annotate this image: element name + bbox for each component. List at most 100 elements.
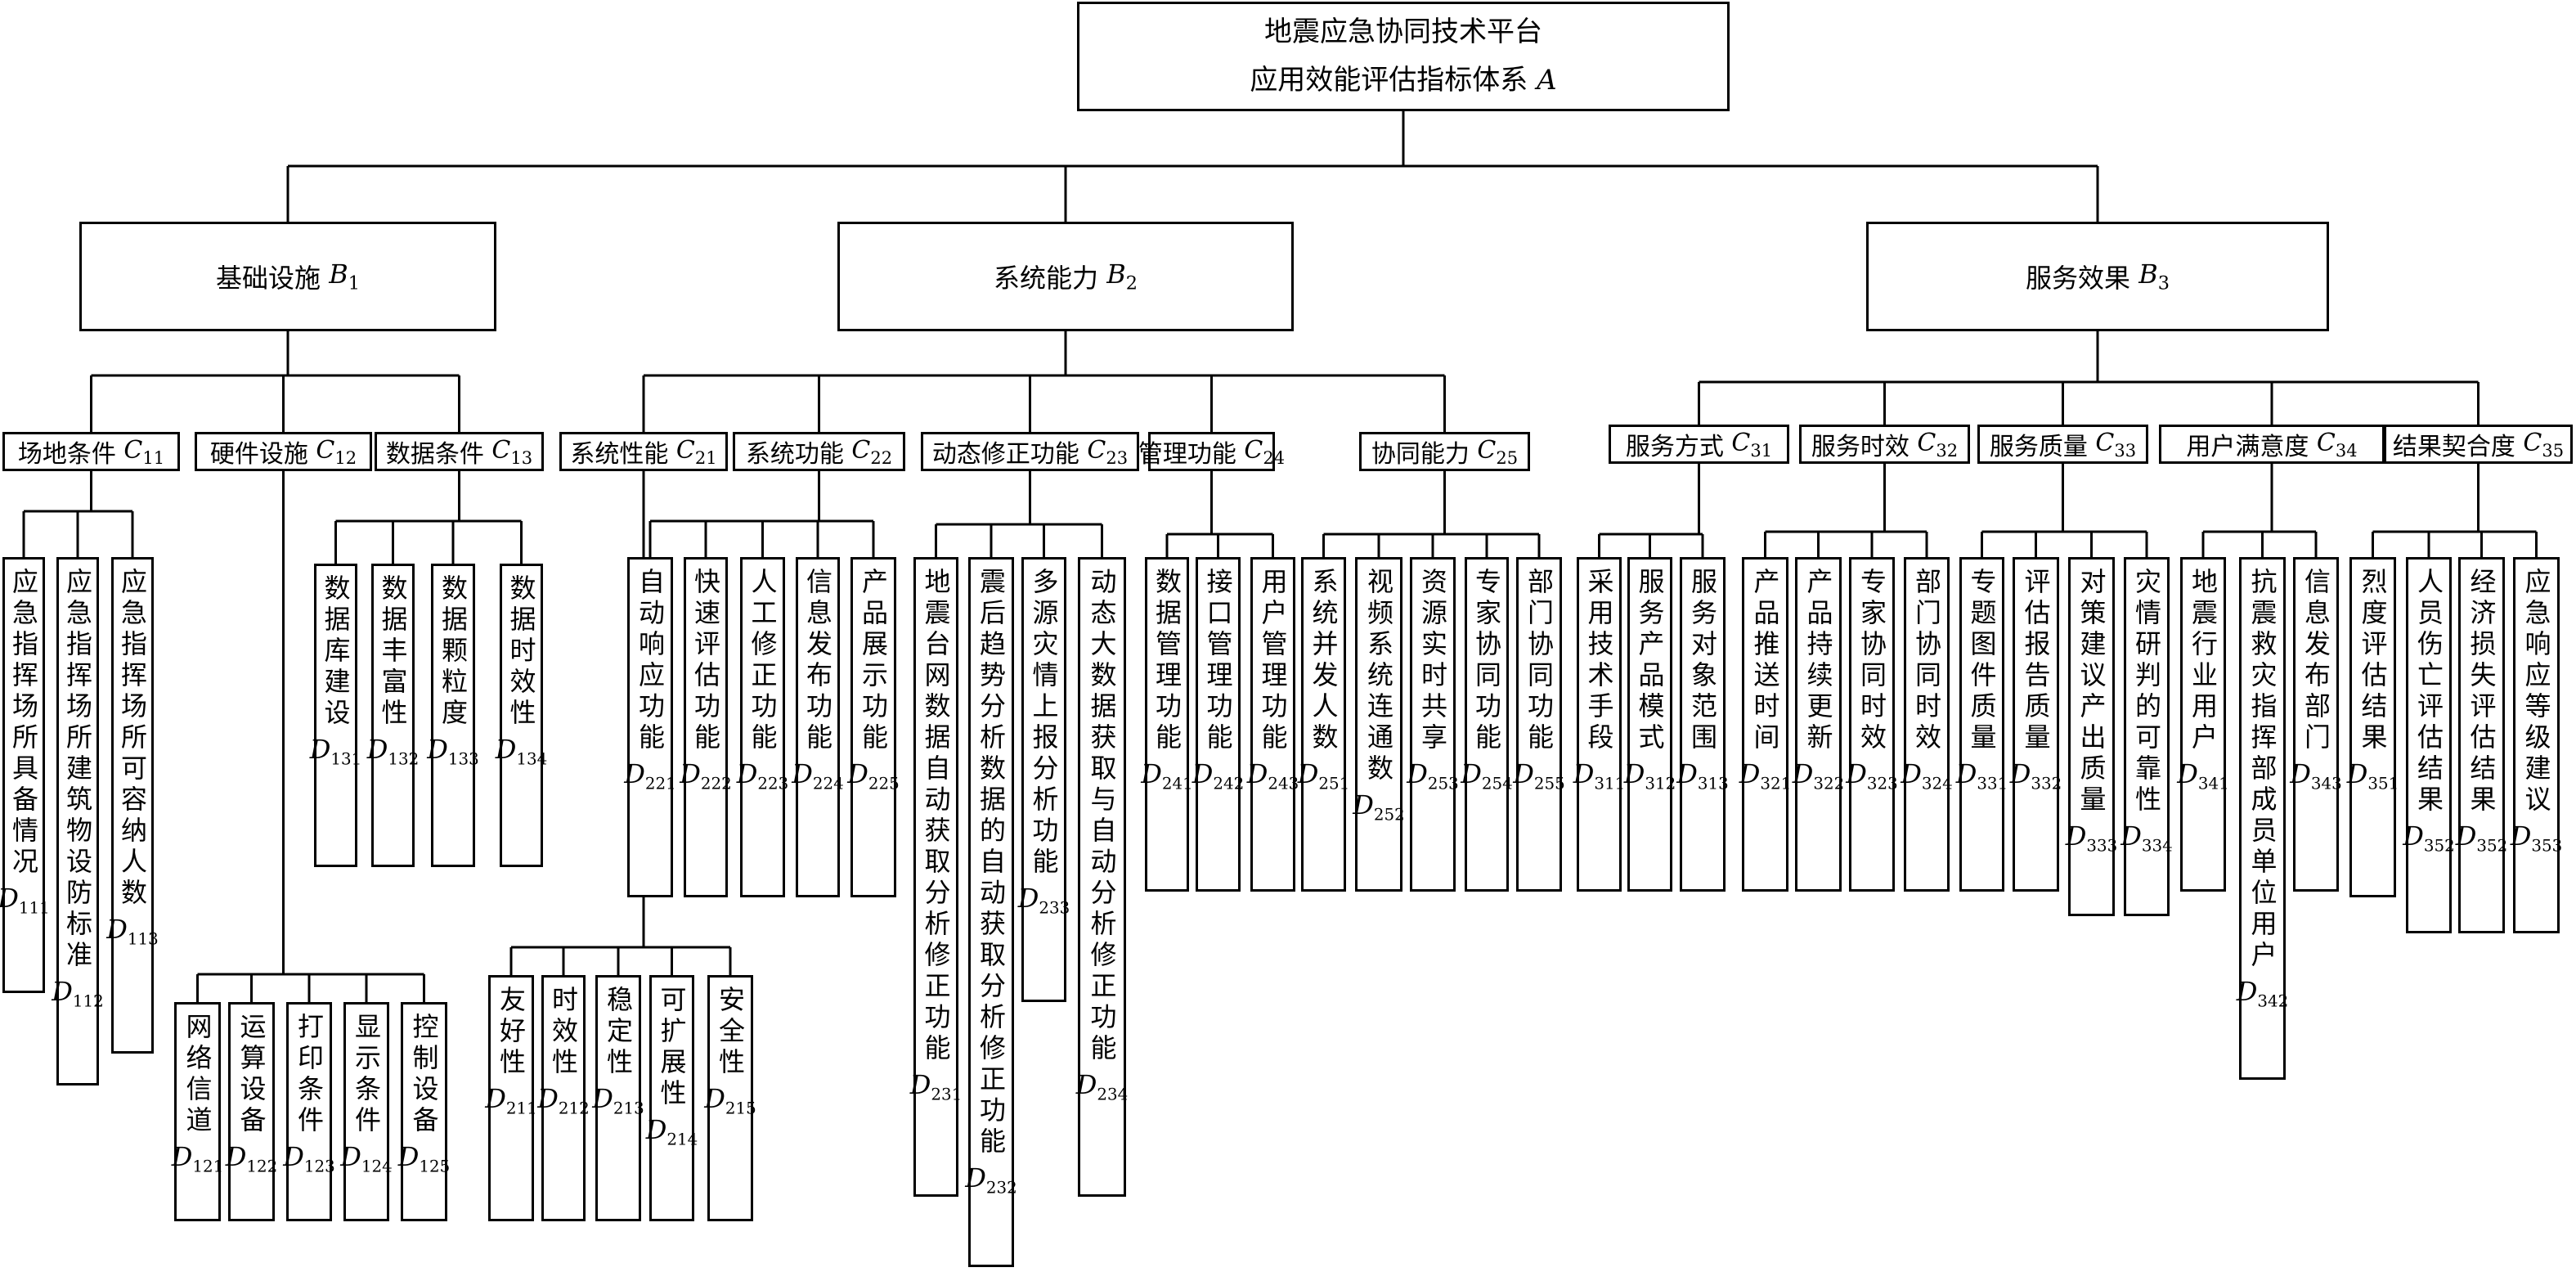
node-c35-label: 结果契合度 <box>2392 433 2515 461</box>
node-d-sub: 225 <box>868 774 900 793</box>
node-c13-code: C13 <box>484 436 532 468</box>
node-d224-20: 信息发布功能 D224 <box>792 557 844 897</box>
node-d-sub: 343 <box>2310 774 2342 793</box>
node-d-sub: 131 <box>330 749 362 769</box>
node-d-symbol: D <box>1901 758 1922 789</box>
node-c24-code: C24 <box>1236 436 1285 468</box>
node-b1-label: 基础设施 <box>216 263 321 294</box>
node-b3: 服务效果 B3 <box>1866 222 2329 331</box>
node-d-code: D213 <box>592 1085 644 1117</box>
node-d-label: 服务产品模式 <box>1634 568 1666 754</box>
node-d-code: D322 <box>1793 761 1845 792</box>
node-d-code: D334 <box>2120 823 2173 854</box>
node-c23: 动态修正功能 C23 <box>921 432 1139 471</box>
node-d-symbol: D <box>1297 758 1319 789</box>
node-d-code: D241 <box>1141 761 1193 792</box>
node-d-sub: 243 <box>1268 774 1299 793</box>
node-d-label: 运算设备 <box>236 1013 267 1137</box>
node-d-label: 专题图件质量 <box>1966 568 1998 754</box>
node-c24-label: 管理功能 <box>1138 440 1236 469</box>
node-d-symbol: D <box>847 758 868 789</box>
node-d-sub: 221 <box>644 774 676 793</box>
node-c33-symbol: C <box>2095 428 2115 457</box>
node-d-symbol: D <box>1676 758 1698 789</box>
node-d-sub: 312 <box>1645 774 1676 793</box>
root-symbol: A <box>1537 64 1557 97</box>
node-d-code: D211 <box>485 1085 537 1117</box>
node-d-code: D122 <box>226 1144 278 1175</box>
node-c23-sub: 23 <box>1106 447 1129 468</box>
node-d-sub: 313 <box>1697 774 1729 793</box>
node-c11-code: C11 <box>116 436 164 468</box>
node-d-symbol: D <box>909 1069 931 1100</box>
node-c32-code: C32 <box>1910 429 1958 461</box>
node-d-label: 多源灾情上报分析功能 <box>1028 568 1060 879</box>
node-d-code: D214 <box>646 1117 698 1148</box>
node-c21-symbol: C <box>675 435 695 465</box>
node-d-sub: 241 <box>1161 774 1193 793</box>
node-d-label: 部门协同时效 <box>1911 568 1942 754</box>
node-d-code: D132 <box>367 736 420 767</box>
node-b1-sub: 1 <box>348 272 360 294</box>
node-d-label: 评估报告质量 <box>2020 568 2052 754</box>
node-d-label: 控制设备 <box>408 1013 440 1137</box>
node-d-label: 快速评估功能 <box>690 568 721 754</box>
node-d-sub: 111 <box>18 898 50 918</box>
node-d-label: 经济损失评估结果 <box>2466 568 2497 816</box>
node-d-sub: 212 <box>558 1099 590 1118</box>
node-d-label: 视频系统连通数 <box>1363 568 1394 785</box>
node-d-code: D124 <box>340 1144 393 1175</box>
node-d213-14: 稳定性 D213 <box>592 975 644 1221</box>
node-d-sub: 352 <box>2476 836 2508 856</box>
node-d-label: 信息发布功能 <box>802 568 833 754</box>
node-d-code: D123 <box>283 1144 335 1175</box>
node-c34-label: 用户满意度 <box>2186 433 2309 461</box>
node-c24: 管理功能 C24 <box>1138 432 1285 471</box>
node-c21: 系统性能 C21 <box>559 432 728 471</box>
node-d-label: 用户管理功能 <box>1257 568 1289 754</box>
node-d-sub: 232 <box>985 1178 1017 1198</box>
node-d-code: D321 <box>1739 761 1792 792</box>
node-c21-sub: 21 <box>694 447 717 468</box>
node-d-sub: 125 <box>419 1157 451 1176</box>
node-c25-sub: 25 <box>1496 447 1519 468</box>
node-d-sub: 222 <box>700 774 732 793</box>
node-d-sub: 333 <box>2086 836 2118 856</box>
node-d-label: 安全性 <box>715 986 746 1079</box>
node-d-code: D133 <box>427 736 479 767</box>
node-d-label: 自动响应功能 <box>635 568 666 754</box>
node-d-code: D222 <box>680 761 732 792</box>
node-b2: 系统能力 B2 <box>837 222 1294 331</box>
node-c24-sub: 24 <box>1263 447 1286 468</box>
node-d-code: D243 <box>1247 761 1299 792</box>
node-d-code: D254 <box>1461 761 1513 792</box>
node-c11: 场地条件 C11 <box>2 432 180 471</box>
node-d-symbol: D <box>427 734 448 765</box>
node-d-symbol: D <box>965 1162 986 1193</box>
node-d-label: 地震行业用户 <box>2188 568 2219 754</box>
node-c22-symbol: C <box>851 435 871 465</box>
node-c24-symbol: C <box>1244 435 1263 465</box>
node-c21-label: 系统性能 <box>570 440 669 469</box>
node-d-symbol: D <box>624 758 645 789</box>
node-d-code: D242 <box>1192 761 1245 792</box>
node-d-symbol: D <box>2346 758 2368 789</box>
node-d-label: 采用技术手段 <box>1583 568 1615 754</box>
node-d-code: D131 <box>310 736 362 767</box>
node-d-label: 稳定性 <box>603 986 634 1079</box>
node-d-code: D224 <box>792 761 844 792</box>
node-c33-code: C33 <box>2088 429 2136 461</box>
node-d-label: 专家协同时效 <box>1856 568 1887 754</box>
node-d-code: D221 <box>624 761 676 792</box>
node-d-sub: 341 <box>2197 774 2229 793</box>
